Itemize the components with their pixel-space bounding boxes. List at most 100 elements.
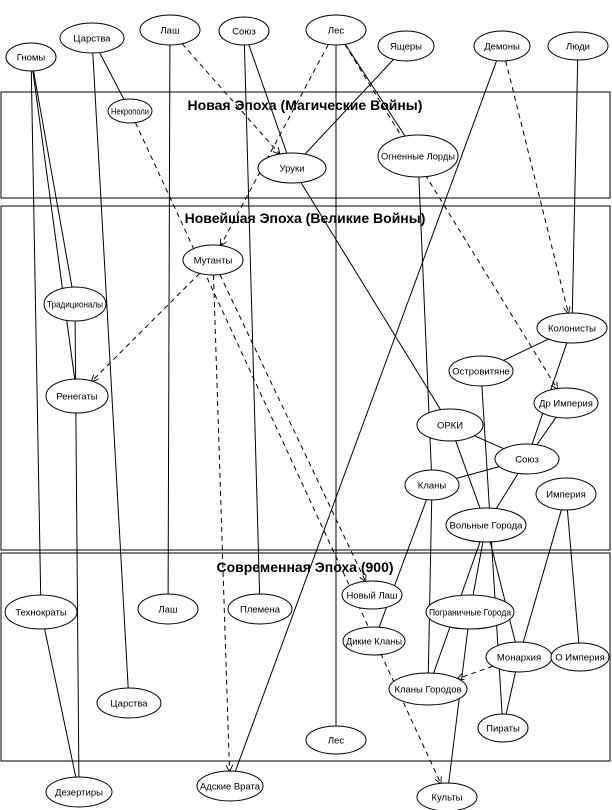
- node-ellipse: [182, 244, 244, 276]
- node-ellipse: [494, 443, 560, 475]
- node-klany[interactable]: Кланы: [404, 469, 460, 501]
- node-dr_imperiya[interactable]: Др Империя: [533, 387, 599, 419]
- edge-dr_imperiya-to-soyuz2: [536, 417, 557, 445]
- node-les1[interactable]: Лес: [305, 14, 367, 46]
- node-ellipse: [341, 580, 403, 610]
- edge-volnye-to-monarkhiya: [489, 541, 516, 643]
- edge-imperiya-to-o_imperiya: [566, 509, 580, 644]
- node-volnye[interactable]: Вольные Города: [445, 507, 527, 543]
- node-ostrovityane[interactable]: Островитяне: [448, 355, 514, 387]
- node-label: Кланы Городов: [394, 685, 461, 696]
- node-label: Союз: [232, 27, 256, 38]
- node-label: Демоны: [484, 42, 520, 53]
- edge-pogranichnye-to-kulty: [448, 628, 469, 784]
- node-label: Гномы: [17, 53, 46, 64]
- node-ellipse: [416, 408, 484, 442]
- edge-tsarstva1-to-tsarstva2: [92, 52, 129, 689]
- node-ellipse: [4, 594, 78, 630]
- node-ellipse: [550, 642, 610, 672]
- node-label: Пираты: [486, 724, 520, 735]
- node-ellipse: [477, 713, 529, 743]
- node-label: О Империя: [555, 653, 605, 664]
- node-soyuz1[interactable]: Союз: [218, 16, 270, 46]
- node-label: ОРКИ: [437, 421, 463, 432]
- node-ellipse: [227, 593, 293, 625]
- node-ellipse: [305, 725, 367, 755]
- node-uruki[interactable]: Уруки: [257, 152, 327, 184]
- edge-lash1-to-uruki: [181, 43, 280, 154]
- node-ellipse: [342, 626, 406, 656]
- edge-monarkhiya-to-piraty: [505, 671, 517, 715]
- node-gnomy[interactable]: Гномы: [5, 42, 57, 72]
- edge-demony-to-adskie_vrata: [234, 60, 498, 772]
- node-nekropoli[interactable]: Некрополи: [107, 98, 153, 124]
- node-lyudi[interactable]: Люди: [547, 31, 609, 61]
- node-ellipse: [59, 22, 125, 54]
- node-mutanty[interactable]: Мутанты: [182, 244, 244, 276]
- node-label: Лес: [328, 26, 345, 37]
- node-o_imperiya[interactable]: О Империя: [550, 642, 610, 672]
- edge-tekhnokraty-to-dezertiry: [44, 628, 77, 778]
- edge-yashchery-to-uruki: [304, 59, 394, 155]
- node-label: Союз: [515, 455, 539, 466]
- edge-tsarstva1-to-nekropoli: [99, 52, 125, 100]
- node-demony[interactable]: Демоны: [473, 30, 531, 62]
- node-label: Некрополи: [111, 107, 149, 118]
- node-imperiya[interactable]: Империя: [535, 477, 597, 511]
- node-les2[interactable]: Лес: [305, 725, 367, 755]
- node-label: Царства: [73, 34, 111, 45]
- node-soyuz2[interactable]: Союз: [494, 443, 560, 475]
- edge-soyuz1-to-plemena: [243, 44, 261, 595]
- node-kolonisty[interactable]: Колонисты: [536, 312, 608, 344]
- node-ellipse: [107, 98, 153, 124]
- node-ellipse: [473, 30, 531, 62]
- node-ellipse: [404, 469, 460, 501]
- node-piraty[interactable]: Пираты: [477, 713, 529, 743]
- edge-orki-to-volnye: [455, 440, 481, 509]
- node-lash1[interactable]: Лаш: [139, 14, 201, 46]
- node-yashchery[interactable]: Ящеры: [377, 30, 435, 62]
- node-label: Колонисты: [548, 324, 596, 335]
- edge-orki-to-soyuz2: [474, 435, 504, 450]
- node-kulty[interactable]: Культы: [416, 782, 478, 810]
- node-dikie_klany[interactable]: Дикие Кланы: [342, 626, 406, 656]
- era-title-newest: Новейшая Эпоха (Великие Войны): [185, 210, 426, 226]
- node-ellipse: [547, 31, 609, 61]
- node-novyi_lash[interactable]: Новый Лаш: [341, 580, 403, 610]
- edge-lyudi-to-kolonisty: [571, 59, 579, 314]
- node-ellipse: [196, 770, 264, 802]
- node-klany_gorodov[interactable]: Кланы Городов: [388, 672, 468, 706]
- node-tsarstva1[interactable]: Царства: [59, 22, 125, 54]
- node-dezertiry[interactable]: Дезертиры: [45, 776, 113, 808]
- edge-soyuz2-to-volnye: [495, 473, 519, 509]
- node-orki[interactable]: ОРКИ: [416, 408, 484, 442]
- node-lash2[interactable]: Лаш: [137, 593, 199, 625]
- node-label: Новый Лаш: [346, 591, 397, 602]
- node-ellipse: [305, 14, 367, 46]
- node-label: Вольные Города: [450, 521, 524, 532]
- edges-layer: [30, 43, 580, 784]
- node-label: Люди: [566, 42, 590, 53]
- node-ellipse: [96, 687, 162, 719]
- node-tsarstva2[interactable]: Царства: [96, 687, 162, 719]
- node-ellipse: [137, 593, 199, 625]
- node-traditsionaly[interactable]: Традиционалы: [43, 286, 107, 322]
- node-label: Др Империя: [539, 399, 593, 410]
- node-label: Лаш: [160, 26, 179, 37]
- node-pogranichnye[interactable]: Пограничные Города: [425, 594, 515, 630]
- node-plemena[interactable]: Племена: [227, 593, 293, 625]
- node-label: Мутанты: [194, 256, 233, 267]
- node-adskie_vrata[interactable]: Адские Врата: [196, 770, 264, 802]
- era-band-newest: [0, 205, 611, 551]
- edge-lash1-to-lash2: [167, 44, 171, 595]
- node-ellipse: [388, 672, 468, 706]
- node-tekhnokraty[interactable]: Технократы: [4, 594, 78, 630]
- node-label: Ренегаты: [56, 392, 97, 403]
- node-monarkhiya[interactable]: Монархия: [485, 641, 553, 673]
- node-label: Лес: [328, 736, 345, 747]
- node-renegaty[interactable]: Ренегаты: [45, 378, 109, 414]
- node-ognennye[interactable]: Огненные Лорды: [377, 134, 459, 178]
